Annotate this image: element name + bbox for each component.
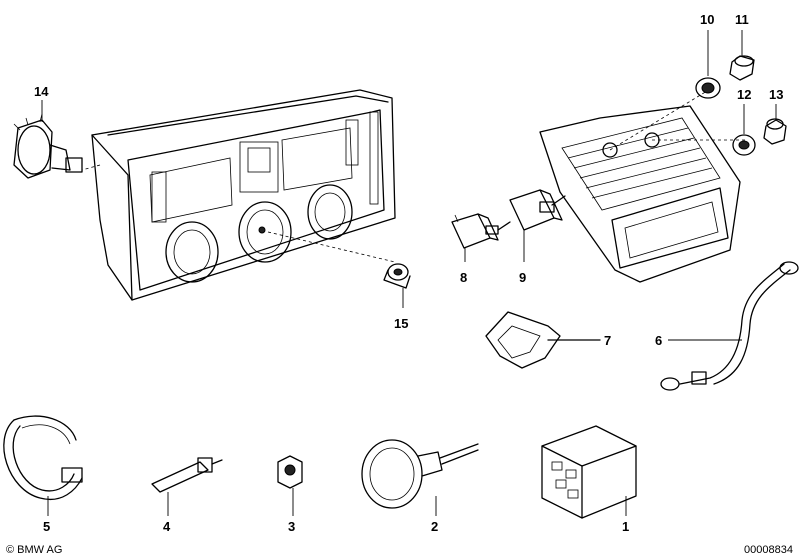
blower-switch[interactable] — [13, 113, 83, 179]
label-5: 5 — [43, 519, 50, 534]
switch-9[interactable] — [509, 189, 566, 231]
label-10: 10 — [700, 12, 714, 27]
label-1: 1 — [622, 519, 629, 534]
temperature-sensor[interactable] — [361, 439, 479, 509]
label-8: 8 — [460, 270, 467, 285]
diagram-number: 00008834 — [744, 544, 793, 556]
label-4: 4 — [163, 519, 171, 534]
label-11: 11 — [735, 12, 749, 27]
label-15: 15 — [394, 316, 408, 331]
bulb-holder[interactable] — [383, 263, 411, 289]
console-trim-panel[interactable] — [539, 87, 745, 283]
label-7: 7 — [604, 333, 611, 348]
bushing-3[interactable] — [277, 455, 303, 489]
label-9: 9 — [519, 270, 526, 285]
ground-strap[interactable] — [660, 261, 799, 391]
cap-13[interactable] — [763, 118, 787, 145]
label-13: 13 — [769, 87, 783, 102]
heater-control-panel[interactable] — [81, 89, 396, 301]
hose-clamp[interactable] — [3, 415, 83, 501]
label-12: 12 — [737, 87, 751, 102]
switch-8[interactable] — [451, 213, 511, 249]
grommet-12[interactable] — [732, 134, 756, 156]
sensor-4[interactable] — [151, 457, 223, 493]
label-6: 6 — [655, 333, 662, 348]
cap-11[interactable] — [729, 55, 755, 81]
grommet-10[interactable] — [695, 77, 721, 99]
label-2: 2 — [431, 519, 438, 534]
relay[interactable] — [541, 425, 637, 519]
label-14: 14 — [34, 84, 49, 99]
copyright-text: © BMW AG — [6, 544, 62, 556]
label-3: 3 — [288, 519, 295, 534]
